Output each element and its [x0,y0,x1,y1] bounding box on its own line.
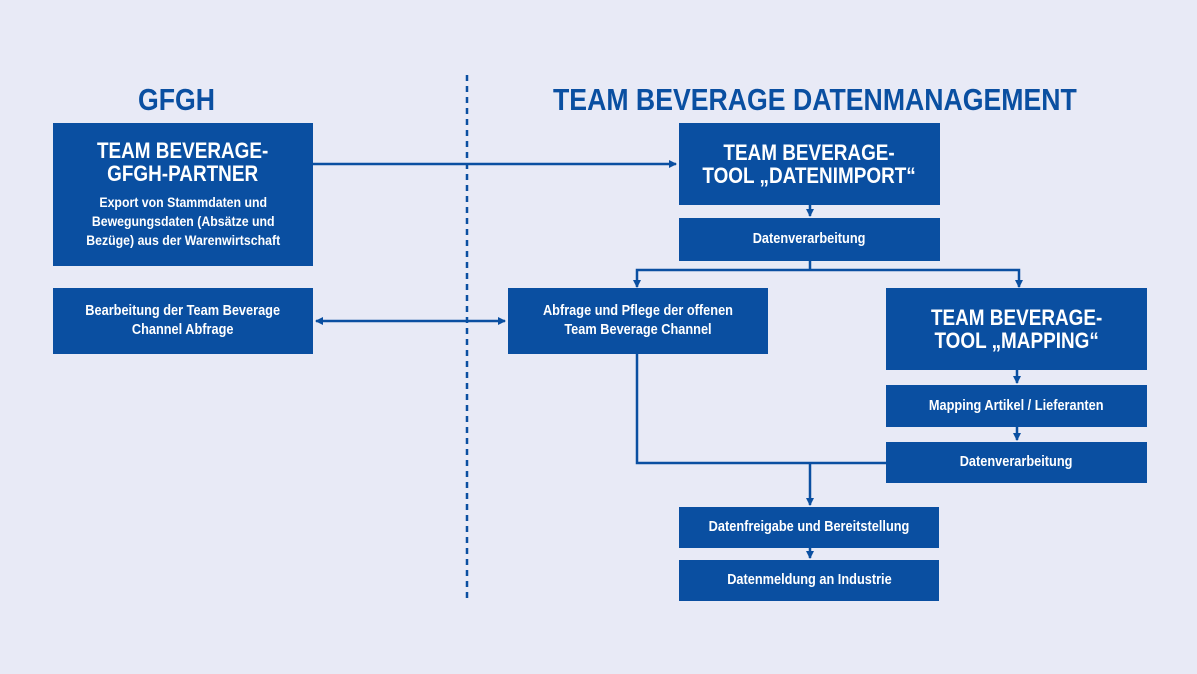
datenimport-box: TEAM BEVERAGE- TOOL „DATENIMPORT“ [679,123,940,205]
datenimport-title: TEAM BEVERAGE- TOOL „DATENIMPORT“ [702,140,917,188]
abfrage-pflege-box: Abfrage und Pflege der offenen Team Beve… [508,288,768,354]
datenverarbeitung-label-2: Datenverarbeitung [960,454,1073,470]
mapping-box: Mapping Artikel / Lieferanten [886,385,1147,427]
mapping-label: Mapping Artikel / Lieferanten [929,397,1104,414]
gfgh-heading: GFGH [138,82,216,117]
mapping-tool-box: TEAM BEVERAGE- TOOL „MAPPING“ [886,288,1147,370]
abfrage-pflege-label: Abfrage und Pflege der offenen Team Beve… [542,303,733,338]
datenverarbeitung-box-1: Datenverarbeitung [679,218,940,261]
partner-box: TEAM BEVERAGE- GFGH-PARTNER Export von S… [53,123,313,266]
datenfreigabe-box: Datenfreigabe und Bereitstellung [679,507,939,548]
merge-connector [635,354,886,465]
channel-abfrage-label: Bearbeitung der Team Beverage Channel Ab… [85,303,281,338]
partner-description: Export von Stammdaten und Bewegungsdaten… [86,194,280,248]
datenmanagement-heading: TEAM BEVERAGE DATENMANAGEMENT [553,82,1077,117]
mapping-tool-title: TEAM BEVERAGE- TOOL „MAPPING“ [930,305,1103,353]
datenmeldung-label: Datenmeldung an Industrie [726,572,892,588]
channel-abfrage-box: Bearbeitung der Team Beverage Channel Ab… [53,288,313,354]
datenfreigabe-label: Datenfreigabe und Bereitstellung [708,519,910,535]
datenverarbeitung-box-2: Datenverarbeitung [886,442,1147,483]
datenmeldung-box: Datenmeldung an Industrie [679,560,939,601]
datenverarbeitung-label-1: Datenverarbeitung [753,231,866,247]
branch-connector [633,268,1023,288]
partner-title: TEAM BEVERAGE- GFGH-PARTNER [97,138,269,186]
